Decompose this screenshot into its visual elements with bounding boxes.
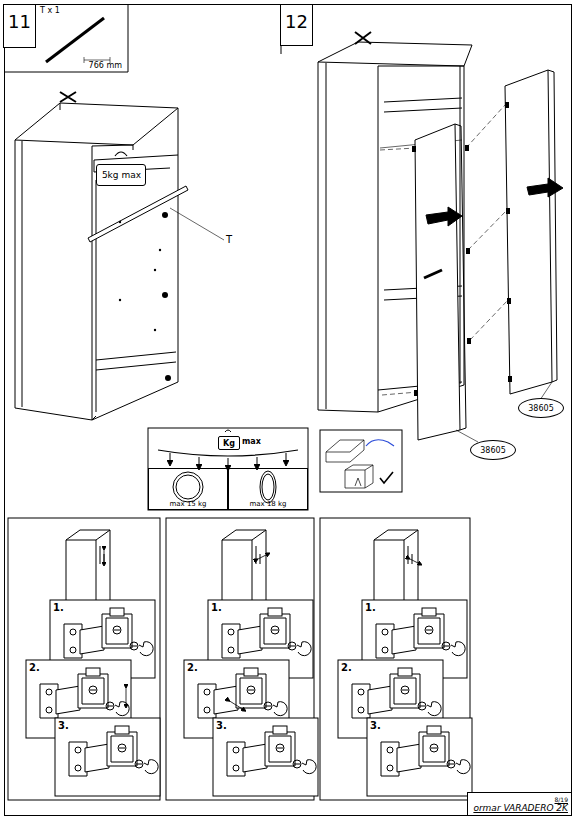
hinge-step: 3.	[367, 718, 472, 796]
hinge-step: 2.	[338, 660, 443, 738]
node-text: 38605	[528, 404, 553, 413]
node-text: 1.	[53, 602, 64, 613]
load-cell: max 18 kg	[228, 468, 308, 510]
node-text: 3.	[58, 720, 69, 731]
node-text: max 15 kg	[169, 500, 206, 508]
hinge-step: 3.	[55, 718, 160, 796]
node-text: T x 1	[40, 6, 60, 15]
node-text: 2.	[29, 662, 40, 673]
step-number: 12	[280, 4, 313, 46]
weight-tag: Kg	[218, 436, 240, 450]
node-text: Kg	[223, 439, 235, 448]
node-text: ormar VARADERO 2K	[473, 803, 568, 813]
part-box: T x 1 766 mm	[35, 4, 128, 72]
hinge-step: 2.	[26, 660, 131, 738]
hinge-step: 2.	[184, 660, 289, 738]
load-cell: max 15 kg	[148, 468, 228, 510]
step-number: 11	[3, 4, 36, 48]
hinge-step: 1.	[50, 600, 155, 678]
hinge-step: 3.	[213, 718, 318, 796]
node-text: 8/19	[555, 796, 568, 803]
hinge-step: 1.	[362, 600, 467, 678]
node-text: 2.	[187, 662, 198, 673]
node-text: 3.	[370, 720, 381, 731]
callout-number: 38605	[470, 440, 516, 460]
node-text: 1.	[365, 602, 376, 613]
node-text: 766 mm	[89, 61, 122, 70]
node-text: 1.	[211, 602, 222, 613]
weight-tag: 5kg max	[96, 164, 146, 186]
node-text: 12	[285, 11, 308, 32]
node-text: 5kg max	[102, 170, 141, 180]
node-text: 3.	[216, 720, 227, 731]
hinge-step: 1.	[208, 600, 313, 678]
node-text: 38605	[480, 446, 505, 455]
load-label: max	[242, 437, 261, 446]
node-text: max 18 kg	[249, 500, 286, 508]
part-label: T	[226, 234, 232, 245]
node-text: 11	[8, 11, 31, 32]
node-text: 2.	[341, 662, 352, 673]
callout-number: 38605	[518, 398, 564, 418]
page-footer: 8/19ormar VARADERO 2K	[467, 792, 572, 816]
